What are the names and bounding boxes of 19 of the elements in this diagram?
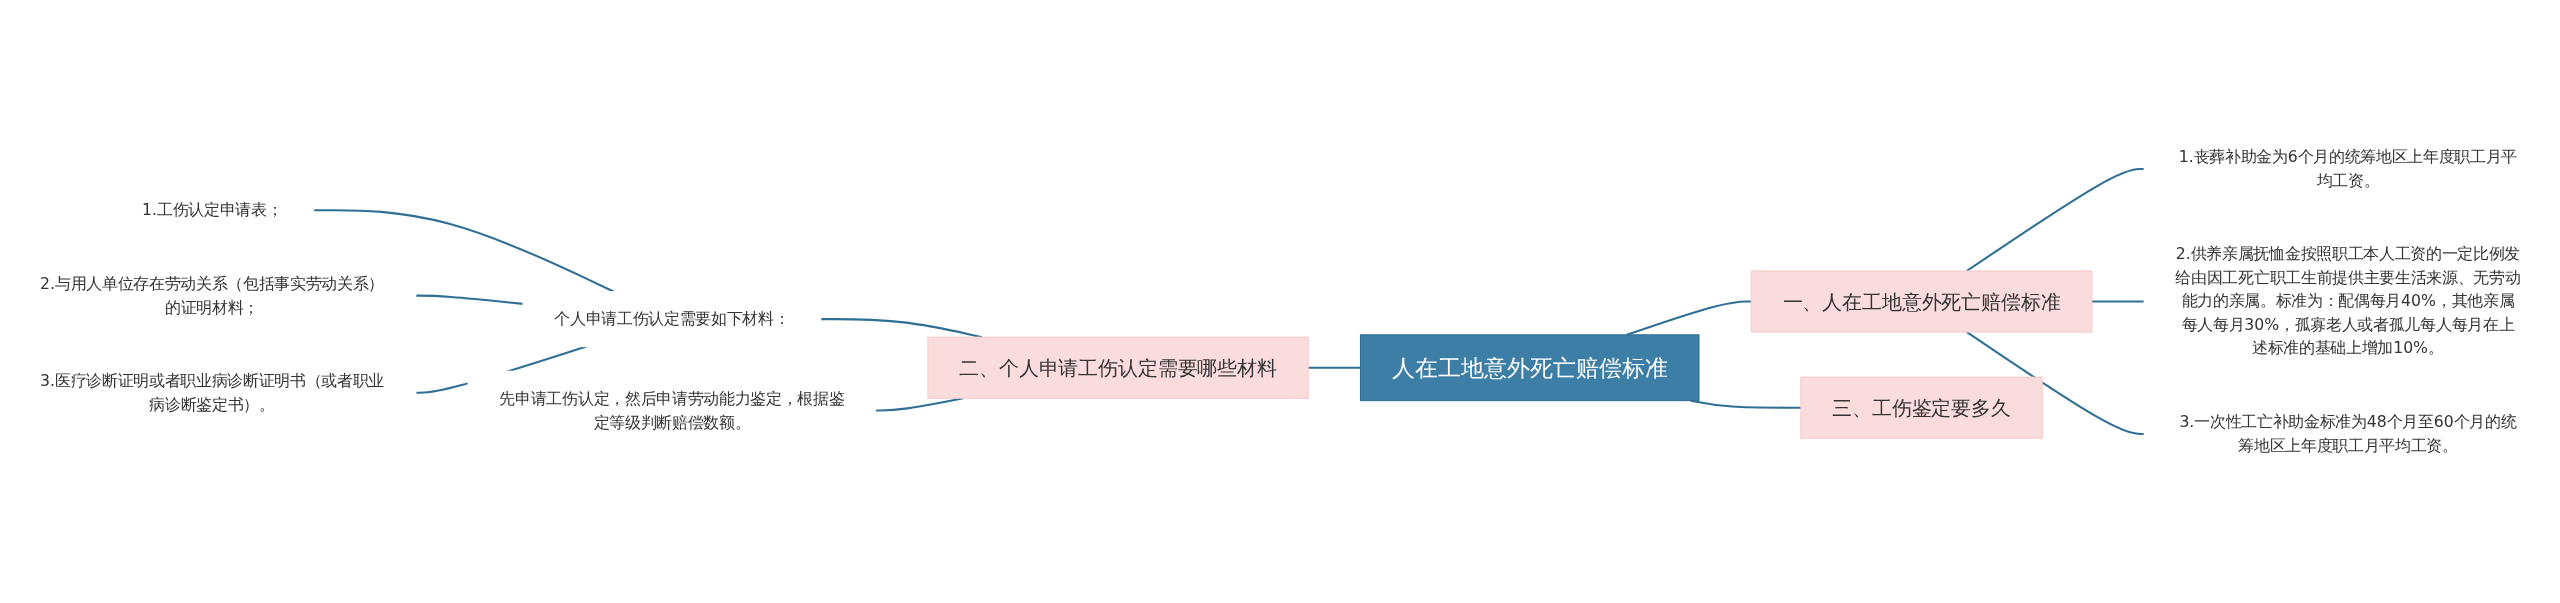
- node-box: 一、人在工地意外死亡赔偿标准: [1750, 270, 2093, 333]
- node-text: 3.医疗诊断证明或者职业病诊断证明书（或者职业病诊断鉴定书）。: [40, 371, 385, 414]
- connector: [1308, 366, 1361, 369]
- connector: [1690, 399, 1801, 409]
- node-text: 1.工伤认定申请表；: [141, 200, 283, 220]
- connector: [2091, 300, 2145, 303]
- connector: [1626, 300, 1752, 336]
- connector: [820, 318, 983, 339]
- node-box: 三、工伤鉴定要多久: [1800, 376, 2043, 439]
- connector: [1966, 331, 2145, 435]
- node-text: 2.供养亲属抚恤金按照职工本人工资的一定比例发给由因工死亡职工生前提供主要生活来源、无劳动能力的亲属。标准为：配偶每月40%，其他亲属每人每月30%，孤寡老人或者孤儿每人每月在上述标准的基础上增加10%。: [2175, 244, 2521, 358]
- node-text: 1.丧葬补助金为6个月的统筹地区上年度职工月平均工资。: [2178, 147, 2518, 190]
- node-text: 3.一次性工亡补助金标准为48个月至60个月的统筹地区上年度职工月平均工资。: [2179, 412, 2517, 455]
- node-text: 个人申请工伤认定需要如下材料：: [554, 309, 790, 329]
- connector: [313, 209, 615, 293]
- node-box: 二、个人申请工伤认定需要哪些材料: [927, 336, 1309, 399]
- node-text: 2.与用人单位存在劳动关系（包括事实劳动关系）的证明材料；: [40, 274, 385, 317]
- node-box: 人在工地意外死亡赔偿标准: [1359, 334, 1700, 402]
- connector: [1966, 168, 2145, 272]
